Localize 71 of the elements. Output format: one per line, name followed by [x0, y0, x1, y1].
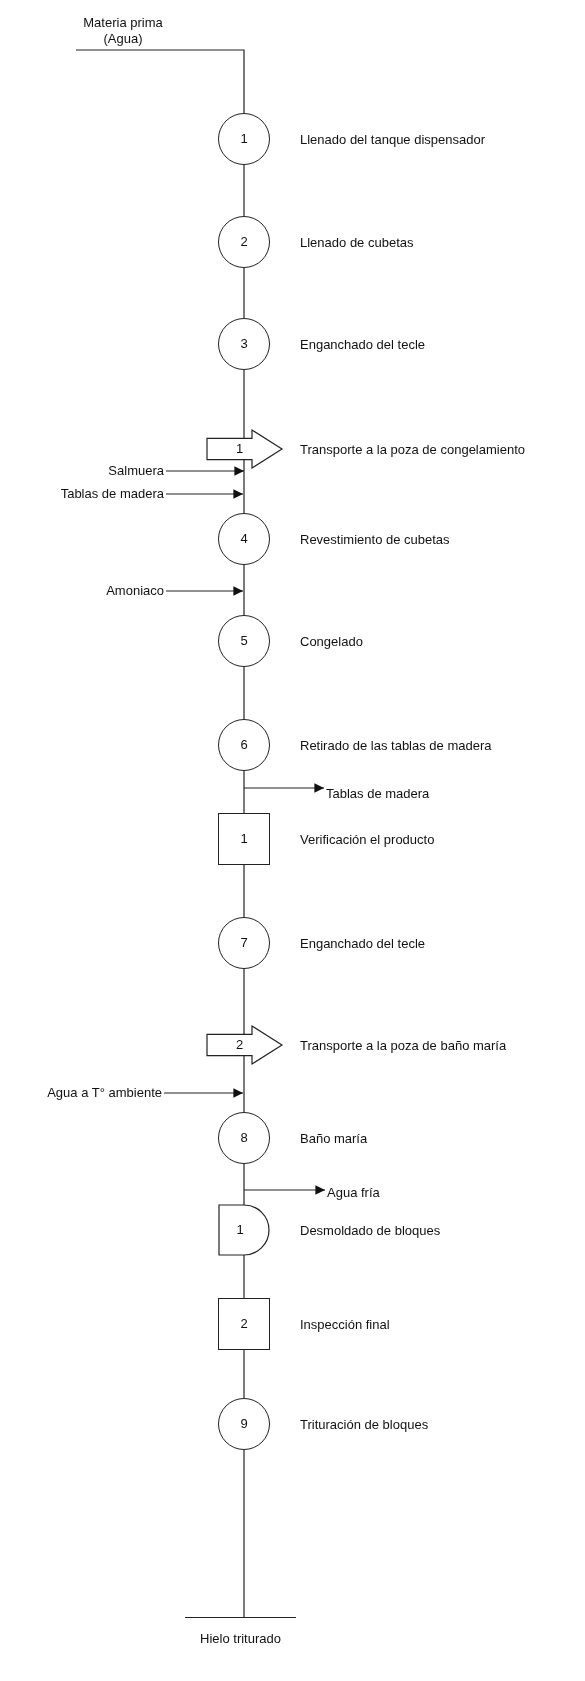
step-number: 8	[240, 1129, 248, 1147]
flow-line	[243, 666, 245, 720]
flow-line	[243, 267, 245, 319]
input-label: Amoniaco	[60, 582, 164, 600]
operation-circle	[218, 917, 270, 969]
step-number: 3	[240, 335, 248, 353]
step-description: Llenado de cubetas	[300, 234, 414, 250]
output-label: Agua fría	[327, 1184, 417, 1202]
step-description: Baño maría	[300, 1130, 368, 1146]
step-description: Trituración de bloques	[300, 1416, 429, 1432]
step-description: Transporte a la poza de baño maría	[300, 1037, 507, 1053]
operation-circle	[218, 719, 270, 771]
step-description: Transporte a la poza de congelamiento	[300, 441, 525, 457]
transport-symbol	[207, 1026, 282, 1064]
step-description: Congelado	[300, 633, 363, 649]
output-label: Tablas de madera	[326, 785, 456, 803]
arrow	[165, 586, 244, 596]
inspection-square	[218, 1298, 270, 1350]
flow-line	[243, 1163, 245, 1206]
operation-circle	[218, 318, 270, 370]
step-description: Enganchado del tecle	[300, 935, 426, 951]
input-label: Tablas de madera	[10, 485, 164, 503]
inspection-square	[218, 813, 270, 865]
operation-circle	[218, 216, 270, 268]
flow-line	[243, 564, 245, 616]
step-number: 1	[235, 440, 244, 458]
step-number: 1	[236, 1221, 244, 1239]
flow-line	[243, 1055, 245, 1113]
operation-circle	[218, 1112, 270, 1164]
arrow	[165, 466, 245, 476]
step-number: 9	[240, 1415, 248, 1433]
flow-line	[243, 864, 245, 918]
flow-line	[243, 369, 245, 439]
step-number: 6	[240, 736, 248, 754]
input-label: Agua a T° ambiente	[2, 1084, 162, 1102]
operation-circle	[218, 113, 270, 165]
step-number: 4	[240, 530, 248, 548]
flow-line	[243, 1449, 245, 1618]
delay-symbol	[219, 1205, 269, 1255]
flow-line	[243, 164, 245, 217]
step-description: Enganchado del tecle	[300, 336, 426, 352]
flow-line	[243, 770, 245, 814]
step-number: 2	[240, 1315, 248, 1333]
flow-line	[243, 1254, 245, 1299]
step-description: Revestimiento de cubetas	[300, 531, 450, 547]
transport-symbol	[207, 430, 282, 468]
step-description: Retirado de las tablas de madera	[300, 737, 492, 753]
operation-circle	[218, 615, 270, 667]
arrow	[243, 1185, 326, 1195]
flow-line	[75, 49, 245, 114]
arrow	[165, 489, 244, 499]
step-number: 7	[240, 934, 248, 952]
input-label: Salmuera	[60, 462, 164, 480]
step-description: Verificación el producto	[300, 831, 435, 847]
flow-line	[243, 968, 245, 1035]
step-number: 5	[240, 632, 248, 650]
step-number: 2	[240, 233, 248, 251]
operation-circle	[218, 513, 270, 565]
operation-circle	[218, 1398, 270, 1450]
step-number: 1	[240, 830, 248, 848]
output-label: Hielo triturado	[185, 1617, 296, 1647]
flow-line	[243, 459, 245, 514]
step-description: Llenado del tanque dispensador	[300, 131, 486, 147]
flow-line	[243, 1349, 245, 1399]
step-number: 1	[240, 130, 248, 148]
step-number: 2	[235, 1036, 244, 1054]
arrow	[163, 1088, 244, 1098]
step-description: Desmoldado de bloques	[300, 1222, 441, 1238]
input-label: Materia prima (Agua)	[76, 12, 170, 50]
step-description: Inspección final	[300, 1316, 390, 1332]
arrow	[243, 783, 325, 793]
